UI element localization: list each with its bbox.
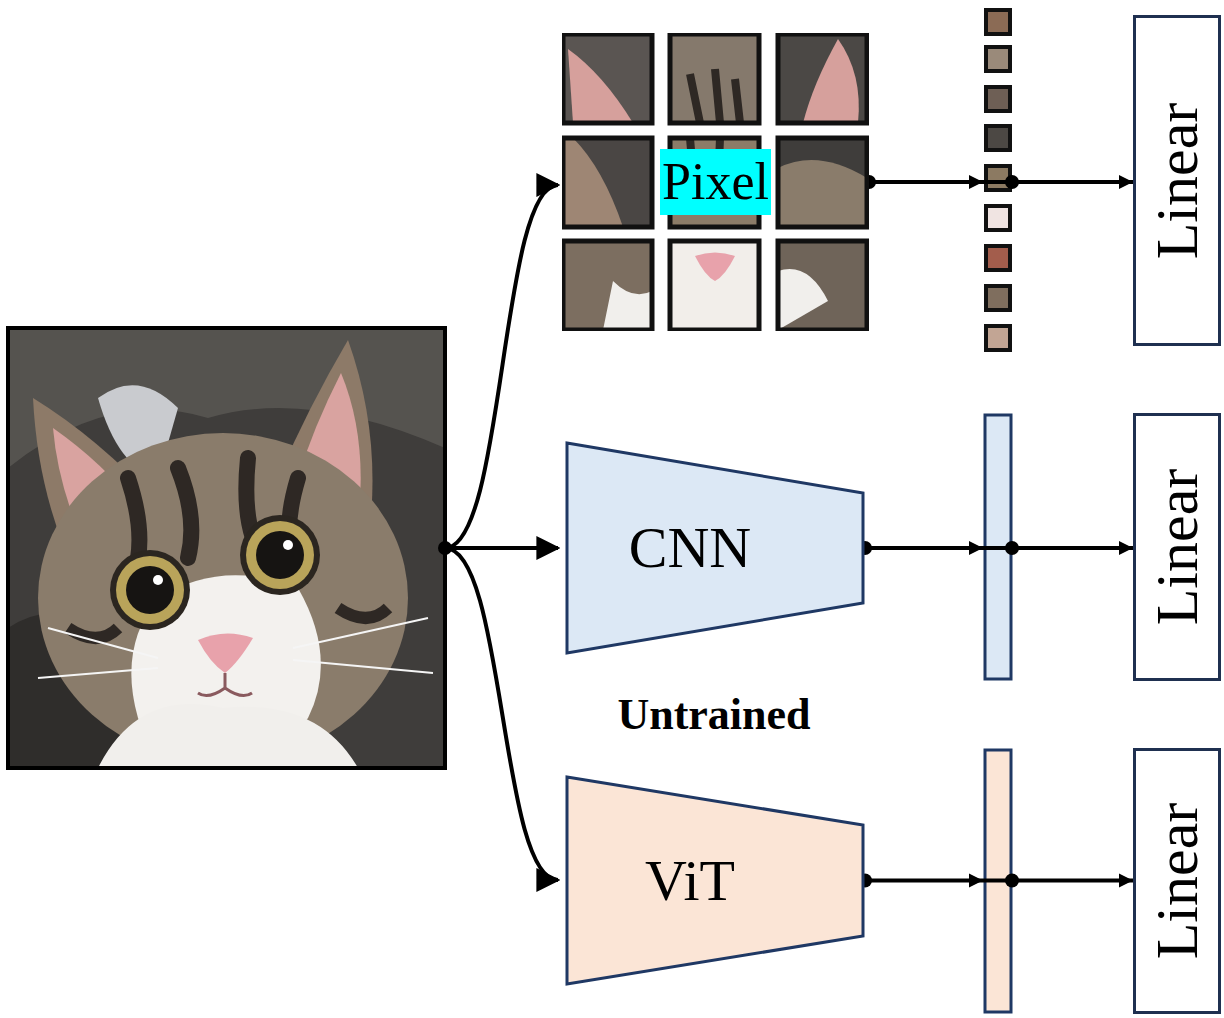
input-arrow: [445, 185, 558, 548]
pixel-patch-grid: Pixel: [562, 33, 869, 331]
layer-label: Linear: [1144, 469, 1210, 626]
flow-arrow: [858, 541, 1133, 555]
encoder-trapezoid: ViT: [565, 775, 865, 986]
linear-box: Linear: [1133, 413, 1221, 681]
flow-arrow: [862, 175, 1133, 189]
photo-border: [8, 328, 445, 768]
layer-label: Linear: [1144, 803, 1210, 960]
model-label: CNN: [629, 516, 751, 580]
layer-label: Linear: [1144, 102, 1210, 259]
model-label: ViT: [645, 849, 735, 913]
linear-box: Linear: [1133, 748, 1221, 1014]
linear-box: Linear: [1133, 15, 1221, 346]
encoder-trapezoid: CNN: [565, 441, 865, 655]
cat-photo: [8, 328, 445, 768]
flow-arrow: [858, 874, 1133, 888]
input-arrow: [445, 548, 558, 880]
status-label: Untrained: [617, 689, 810, 740]
input-arrow: [445, 546, 558, 550]
highlighted-label: Pixel: [660, 149, 771, 214]
